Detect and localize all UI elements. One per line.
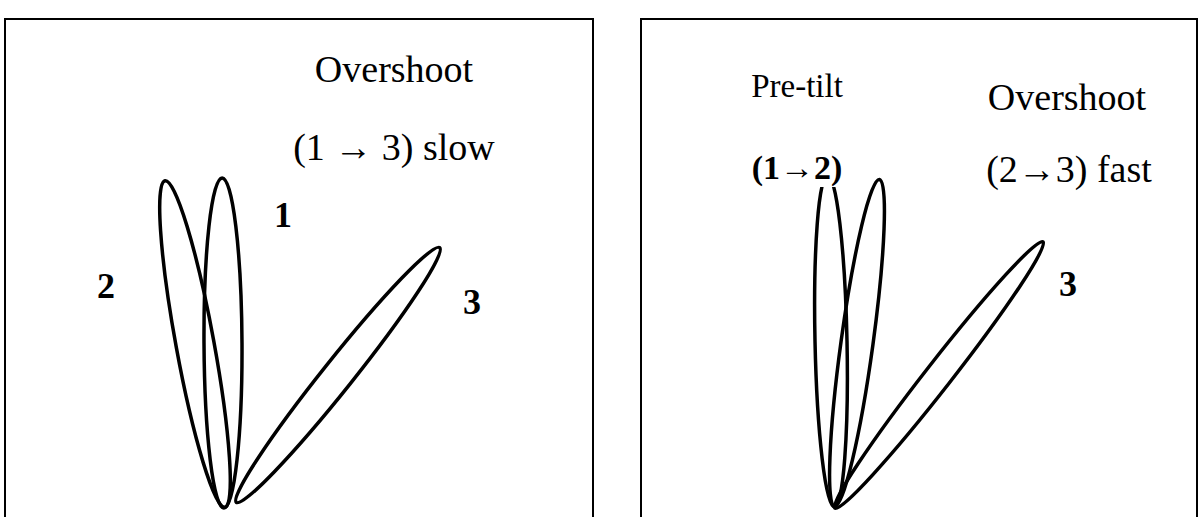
callout-number: 2	[94, 266, 118, 307]
director-ellipse	[203, 178, 243, 508]
panel-heading: Overshoot	[312, 48, 476, 92]
callout-number: 3	[1056, 264, 1080, 305]
director-ellipse	[825, 234, 1054, 516]
panel-heading: Pre-tilt	[748, 68, 846, 106]
transition-note: (1 → 3) slow	[290, 126, 498, 170]
panel-heading: Overshoot	[985, 76, 1149, 120]
diagram-panel: Pre-tilt (1→2) Overshoot (2→3) fast	[640, 18, 1198, 517]
director-ellipse	[819, 177, 895, 508]
director-ellipse	[146, 177, 243, 510]
callout-number: 3	[460, 282, 484, 323]
director-ellipse	[225, 238, 452, 511]
transition-note: (2→3) fast	[983, 148, 1155, 192]
diagram-panel: Overshoot (1 → 3) slow	[4, 18, 594, 517]
callout-number: 1	[271, 195, 295, 236]
transition-note: (1→2)	[749, 148, 846, 187]
